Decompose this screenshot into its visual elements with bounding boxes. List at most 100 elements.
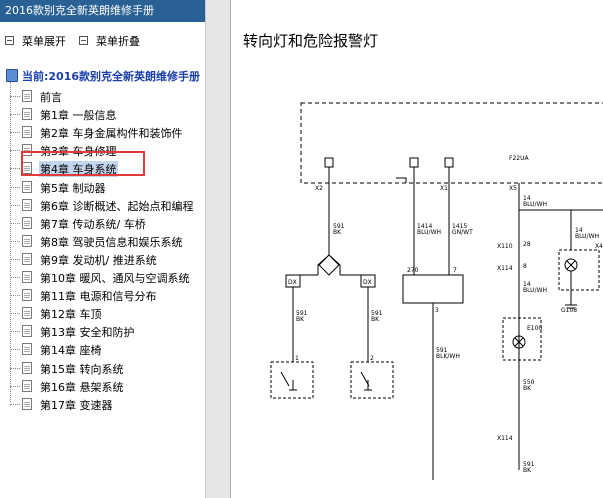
tree-connector — [10, 150, 20, 152]
tree-connector — [10, 186, 20, 188]
tree-connector — [10, 313, 20, 315]
tree-connector — [10, 385, 20, 387]
tree-connector-line — [10, 82, 11, 402]
diagram-label: 591 — [371, 310, 383, 317]
diagram-label: X2 — [315, 185, 323, 192]
diagram-label: BK — [296, 316, 305, 323]
lamp-box — [558, 249, 600, 291]
diagram-label: 1415 — [452, 223, 467, 230]
tree-item-label: 第8章 驾驶员信息和娱乐系统 — [40, 235, 183, 249]
diagram-label: BK — [523, 467, 532, 474]
window-title: 2016款别克全新英朗维修手册 — [0, 0, 205, 22]
book-icon — [6, 69, 18, 82]
diagram-label: 550 — [523, 379, 535, 386]
diagram-label: 14 — [575, 227, 583, 234]
diagram-label: 591 — [436, 347, 448, 354]
tree-item-label: 第13章 安全和防护 — [40, 326, 135, 340]
diagram-label: 591 — [333, 223, 345, 230]
connector-symbol — [444, 157, 454, 168]
tree-connector — [10, 222, 20, 224]
document-icon — [22, 216, 32, 229]
collapse-menu-label: 菜单折叠 — [96, 35, 140, 48]
diagram-label: 591 — [296, 310, 308, 317]
diagram-label: DX — [288, 279, 297, 286]
diagram-label: F22UA — [509, 155, 529, 162]
tree-connector — [10, 240, 20, 242]
hazard-switch-box — [350, 361, 394, 399]
tree-connector — [10, 114, 20, 116]
document-icon — [22, 307, 32, 320]
document-icon — [22, 397, 32, 410]
diagram-label: X114 — [497, 435, 513, 442]
diagram-label: G108 — [561, 307, 577, 314]
document-page: 转向灯和危险报警灯 — [230, 0, 603, 498]
tree-item-label: 第4章 车身系统 — [39, 161, 118, 178]
navigation-panel: 2016款别克全新英朗维修手册 菜单展开 菜单折叠 当前:2016款别克全新英朗… — [0, 0, 206, 498]
document-icon — [22, 379, 32, 392]
tree-item-label: 第2章 车身金属构件和装饰件 — [40, 127, 183, 141]
document-icon — [22, 361, 32, 374]
expand-menu-label: 菜单展开 — [22, 35, 66, 48]
diagram-label: X110 — [497, 243, 513, 250]
tree-connector — [10, 277, 20, 278]
diagram-label: BK — [523, 385, 532, 392]
splitter-bar[interactable] — [206, 0, 230, 498]
diagram-label: 14 — [523, 195, 531, 202]
selection-highlight-box — [21, 151, 145, 176]
collapse-icon — [79, 36, 88, 45]
tree-connector — [10, 349, 20, 351]
diagram-label: 14 — [523, 281, 531, 288]
diagram-label: BLU/WH — [523, 201, 547, 208]
diagram-label: X4 — [595, 243, 603, 250]
expand-icon — [5, 36, 14, 45]
tree-root[interactable]: 当前:2016款别克全新英朗维修手册 — [6, 68, 200, 84]
diagram-label: 8 — [523, 263, 527, 270]
diagram-label: X114 — [497, 265, 513, 272]
tree-connector — [10, 331, 20, 333]
document-icon — [22, 234, 32, 247]
diagram-label: 270 — [407, 267, 419, 274]
tree-item-label: 第15章 转向系统 — [40, 362, 124, 376]
tree-connector — [10, 96, 20, 97]
diagram-label: 2 — [370, 355, 374, 362]
tree-item-label: 第12章 车顶 — [40, 308, 102, 322]
document-heading: 转向灯和危险报警灯 — [243, 32, 379, 50]
expand-menu-button[interactable]: 菜单展开 — [5, 33, 66, 49]
diagram-label: BLU/WH — [417, 229, 441, 236]
tree-item-label: 第7章 传动系统/ 车桥 — [40, 217, 146, 231]
tree-connector — [10, 258, 20, 260]
tree-item-label: 第1章 一般信息 — [40, 109, 117, 123]
connector-symbol — [324, 157, 334, 168]
module-box — [300, 102, 603, 184]
tree-connector — [10, 403, 20, 405]
collapse-menu-button[interactable]: 菜单折叠 — [79, 33, 140, 49]
tree-root-label: 当前:2016款别克全新英朗维修手册 — [22, 70, 201, 83]
tree-connector — [10, 168, 20, 170]
tree-item-label: 第9章 发动机/ 推进系统 — [40, 253, 157, 267]
document-icon — [22, 126, 32, 139]
tree-item-label: 第17章 变速器 — [40, 398, 113, 412]
tree-item-label: 第14章 座椅 — [40, 344, 102, 358]
diagram-label: BLK/WH — [436, 353, 460, 360]
document-icon — [22, 198, 32, 211]
diagram-label: 3 — [435, 307, 439, 314]
document-icon — [22, 144, 32, 157]
tree-item-label: 第10章 暖风、通风与空调系统 — [40, 272, 190, 285]
document-icon — [22, 108, 32, 121]
document-icon — [22, 90, 32, 102]
document-icon — [22, 325, 32, 338]
diagram-label: X5 — [509, 185, 517, 192]
diagram-label: BLU/WH — [523, 287, 547, 294]
diagram-label: DX — [363, 279, 372, 286]
document-icon — [22, 289, 32, 302]
tree-item-label: 第5章 制动器 — [40, 181, 106, 195]
diagram-label: E100 — [527, 325, 542, 332]
tree-item-label: 第6章 诊断概述、起始点和编程 — [40, 199, 194, 213]
diagram-label: 28 — [523, 241, 531, 248]
tree-item-label: 前言 — [40, 91, 62, 104]
diagram-label: X1 — [440, 185, 448, 192]
diagram-label: 591 — [523, 461, 535, 468]
tree-item-label: 第16章 悬架系统 — [40, 380, 124, 394]
document-icon — [22, 271, 32, 283]
document-icon — [22, 180, 32, 193]
